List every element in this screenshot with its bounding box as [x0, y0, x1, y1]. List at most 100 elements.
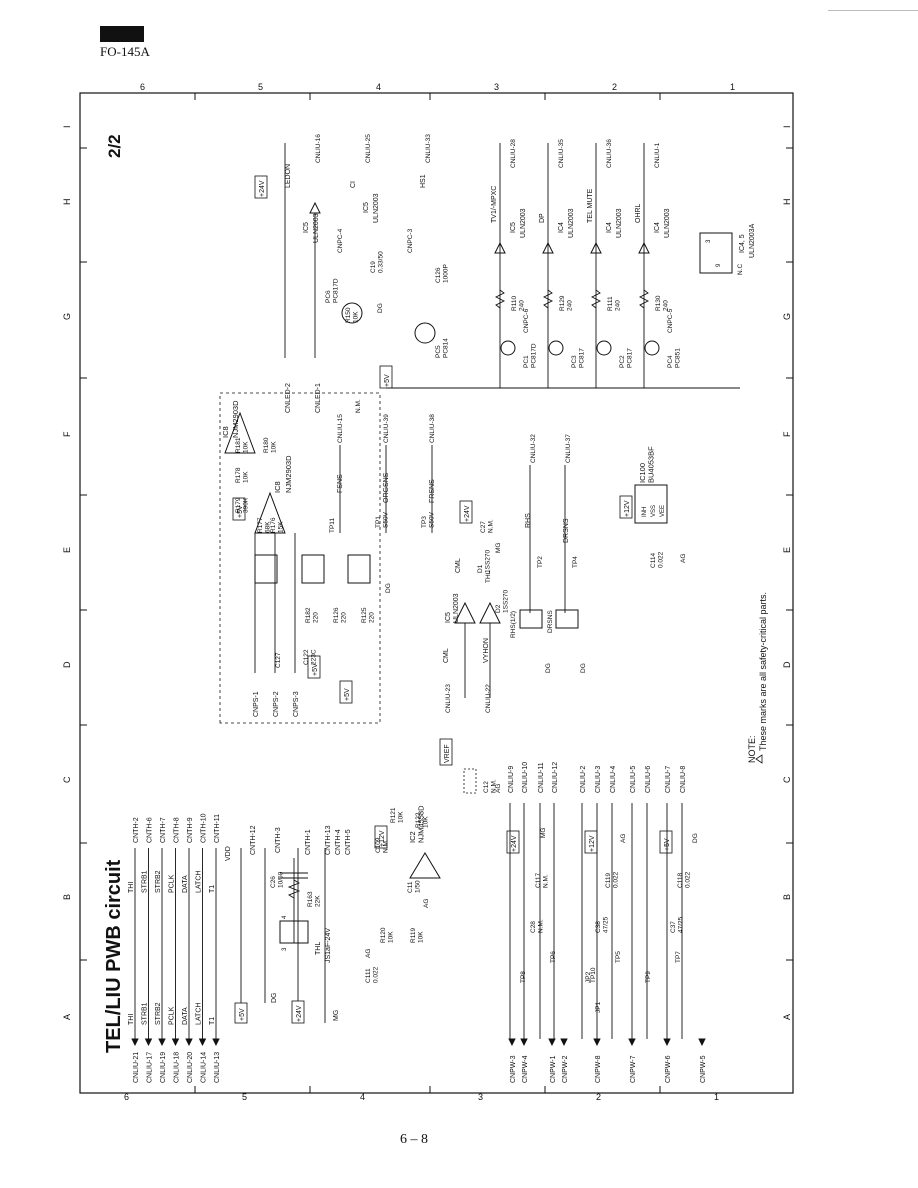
ll-plus12: +12V [379, 830, 386, 847]
cnliu-label: CNLIU-11 [538, 762, 545, 793]
tp3-label: TP3S50V [421, 511, 436, 528]
ll-ag-d: AG [620, 834, 627, 843]
relay-uln: ULN2003 [664, 208, 671, 238]
relay-dest: CNLIU-35 [558, 139, 565, 168]
mid-dg-a: DG [545, 663, 552, 673]
connector-signal: STRB1 [142, 1002, 149, 1025]
lower-left: +12V IC2NJM4558D VREF C12N.M. R12110K R1… [365, 738, 699, 1013]
photo-interrupter-1 [254, 554, 278, 584]
grid-letter-right: H [782, 199, 792, 206]
connector-dest: CNTH-9 [187, 817, 194, 843]
grid-number-top: 1 [730, 82, 735, 92]
ledon-buffer [309, 201, 321, 214]
drsns-label: DRSNS [563, 518, 570, 543]
grid-number-top: 3 [494, 82, 499, 92]
cnpw-label: CNPW-6 [665, 1055, 672, 1083]
ll-plus5-box [659, 830, 673, 854]
relay-ic: IC4 [606, 222, 613, 233]
sheet-index: 2/2 [105, 134, 124, 158]
test-point-label: TP7 [675, 951, 682, 963]
hs1-label: HS1 [420, 174, 427, 188]
mid-vyhon: VYHON [483, 638, 490, 663]
arrow-icon [131, 1038, 139, 1047]
mid-plus24-box [459, 500, 473, 524]
c38-label: C3847/25 [595, 916, 610, 933]
cnliu-label: CNLIU-10 [522, 762, 529, 793]
ic100-box [634, 484, 668, 524]
arrow-icon [144, 1038, 153, 1047]
grid-number-bottom: 6 [124, 1092, 129, 1102]
grid-number-top: 5 [258, 82, 263, 92]
relay-dest: CNLIU-36 [606, 139, 613, 168]
tp1-label: TP1S50V [375, 511, 390, 528]
relay-pc: PC4PC851 [667, 348, 682, 368]
cnps-2: CNPS-2 [273, 691, 280, 717]
buffer-icon [590, 241, 602, 254]
connector-dest: CNTH-2 [133, 817, 140, 843]
relay-pc: PC1PC817D [523, 343, 538, 368]
relay-ref: THL [315, 942, 322, 955]
mid-thl: THL [485, 570, 492, 583]
c11-label: C111/50 [407, 880, 422, 893]
connector-pin: CNLIU-21 [133, 1052, 140, 1083]
c37-label: C3747/25 [670, 916, 685, 933]
led-plus5: +5V [384, 374, 391, 387]
relay-uln: ULN2003 [520, 208, 527, 238]
top-rule [828, 10, 918, 11]
pc6-label: PC6PC817D [325, 278, 340, 303]
note-block: NOTE: These marks are all safety-critica… [747, 592, 768, 764]
ll-plus24: +24V [511, 835, 518, 852]
ll-ag-b: AG [423, 899, 430, 908]
r178-label: R17810K [235, 467, 250, 483]
cnpw-label: CNPW-1 [550, 1055, 557, 1083]
relay-pc: PC3PC817 [571, 348, 586, 368]
cnpc3-label: CNPC-3 [407, 228, 414, 253]
relay-uln: ULN2003 [616, 208, 623, 238]
mid-plus12: +12V [624, 500, 631, 517]
d1-label: D11SS270 [477, 549, 492, 573]
r119-label: R11910K [410, 928, 425, 943]
mg-dest-2: CNTH-4 [335, 829, 342, 855]
connector-pin: CNLIU-20 [187, 1052, 194, 1083]
grid-letter-left: G [62, 313, 72, 320]
c19-label: C190.33/50 [370, 251, 385, 273]
dg-dest: CNTH-3 [275, 827, 282, 853]
ic2-label: IC2NJM4558D [408, 805, 426, 843]
grid-number-bottom: 4 [360, 1092, 365, 1102]
hs1-dest: CNLIU-33 [425, 134, 432, 163]
led-dg: DG [377, 303, 384, 313]
r179-label: R179390K [235, 497, 250, 513]
relay-pin-3: 3 [282, 947, 288, 951]
grid-letter-right: E [782, 547, 792, 553]
relay-resistor: R111240 [607, 296, 622, 311]
grid-letter-left: A [62, 1014, 72, 1020]
relay-resistor: R130240 [655, 295, 670, 311]
c111-label: C1110.022 [365, 966, 380, 983]
c28-label: C28N.M. [530, 919, 545, 933]
photo-interrupter-2 [301, 554, 325, 584]
rhs-switch-label: RHS(1/2) [510, 611, 517, 638]
led-ic5-b: IC5 [363, 202, 370, 213]
tp2-label: TP2 [537, 556, 544, 568]
arrow-icon [698, 1038, 706, 1047]
ic8-opamp-b [224, 411, 256, 454]
ic8-plus5-a: +5V [312, 663, 319, 676]
c27-label: C27N.M. [480, 519, 495, 533]
ic8-dg: DG [385, 583, 392, 593]
arrow-icon [158, 1038, 166, 1047]
relay-signal: TEL MUTE [587, 188, 594, 223]
vref-box [439, 738, 453, 766]
connector-pin: CNLIU-18 [174, 1052, 181, 1083]
optocoupler-icon [548, 340, 564, 356]
relay-resistor: R129240 [559, 295, 574, 311]
cnpw-label: CNPW-4 [522, 1055, 529, 1083]
ic8-area: CNPS-1 CNPS-2 CNPS-3 +5V C127 C122223C R… [221, 399, 436, 717]
connector-signal: PCLK [169, 1006, 176, 1025]
vdd-dest: CNTH-12 [250, 825, 257, 855]
connector-pin: CNLIU-14 [201, 1052, 208, 1083]
cnliu-label: CNLIU-6 [645, 766, 652, 793]
tp4-label: TP4 [572, 556, 579, 568]
